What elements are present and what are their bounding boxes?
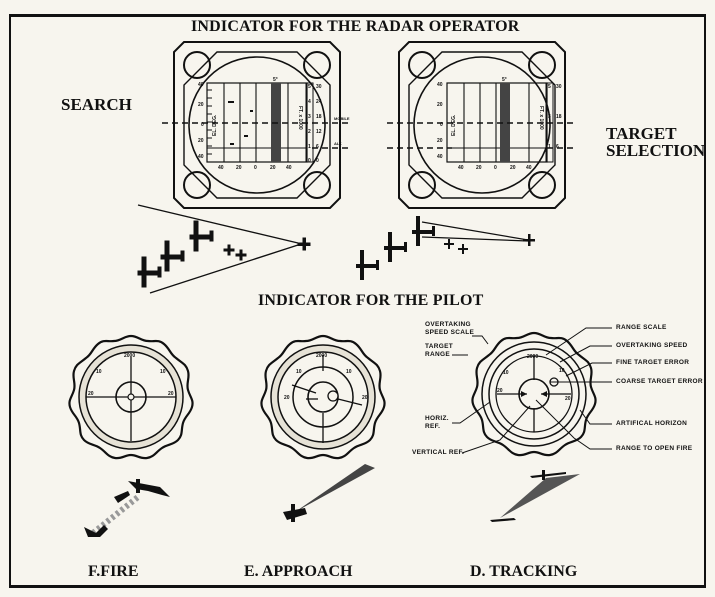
dial-scale-right: 10 [160,369,166,375]
alt-tick: 1 [308,144,311,150]
alt-tick-outer: 6 [316,144,319,150]
top-marker: 5° [273,77,278,83]
alt-tick-outer: 30 [316,84,322,90]
caption-tracking: D. TRACKING [470,563,578,580]
dial-scale-right-h: 20 [362,395,368,401]
dial-scale-right-h: 20 [168,391,174,397]
pilot-dial-fire: 2000 10 10 20 20 [68,334,194,460]
callout-vertical-ref: VERTICAL REF. [412,449,465,456]
radar-scope-search: 40 20 0 20 40 40 20 0 20 40 5° 5 4 3 2 1… [162,41,350,209]
dial-range-label: 2000 [527,354,538,360]
callout-horiz-ref-1: HORIZ. [425,415,449,422]
az-tick: 20 [476,165,482,171]
search-label: SEARCH [61,95,132,114]
dial-scale-left-h: 20 [284,395,290,401]
dial-scale-right: 10 [559,368,565,374]
figure-frame [9,14,706,588]
az-tick: 20 [236,165,242,171]
az-tick: 40 [218,165,224,171]
el-tick: 0 [201,122,204,128]
alt-tick: 5 [548,84,551,90]
callout-range-to-open-fire: RANGE TO OPEN FIRE [616,445,693,452]
az-tick: 40 [286,165,292,171]
alt-tick-outer: 6 [556,144,559,150]
pilot-dial-tracking: 2000 10 10 20 20 [471,331,597,457]
el-tick: 20 [437,102,443,108]
alt-tick-outer: 0 [316,158,319,164]
alt-tick-outer: 18 [316,114,322,120]
pilot-indicator-heading: INDICATOR FOR THE PILOT [258,292,484,309]
radar-scope-target-selection: 40 20 0 20 40 40 20 0 20 40 5° 5 3 1 30 … [387,41,575,209]
callout-fine-target-error: FINE TARGET ERROR [616,359,690,366]
tracking-sketch [490,470,580,522]
search-formation [137,204,311,294]
el-tick: 0 [440,122,443,128]
el-tick: 20 [198,102,204,108]
callout-overtaking-speed-scale-1: OVERTAKING [425,321,471,328]
el-tick: 40 [437,154,443,160]
target-selection-label-line1: TARGET [606,124,677,143]
az-tick: 40 [458,165,464,171]
alt-scale-label: FT. x 1000 [297,106,303,130]
dial-range-label: 2000 [124,353,135,359]
target-selection-label-line2: SELECTION [606,141,706,160]
caption-approach: E. APPROACH [244,563,353,580]
callout-overtaking-speed-scale-2: SPEED SCALE [425,329,475,336]
dial-scale-right: 10 [346,369,352,375]
radar-operator-heading: INDICATOR FOR THE RADAR OPERATOR [191,18,520,35]
dial-scale-left: 10 [96,369,102,375]
alt-tick-outer: 12 [316,129,322,135]
alt-scale-label: FT. x 1000 [538,106,544,130]
dial-range-label: 2000 [316,353,327,359]
el-tick: 20 [198,138,204,144]
az-tick: 0 [494,165,497,171]
dial-scale-left-h: 20 [88,391,94,397]
alt-tick-outer: 24 [316,99,322,105]
el-scale-label: EL. DEG. [451,114,457,136]
el-scale-label: EL. DEG. [212,114,218,136]
approach-sketch [283,464,375,522]
callout-range-scale: RANGE SCALE [616,324,667,331]
pilot-dial-approach: 2000 10 10 20 20 [260,334,386,460]
el-tick: 40 [198,154,204,160]
az-tick: 20 [510,165,516,171]
el-tick: 40 [437,82,443,88]
top-marker: 5° [502,77,507,83]
alt-tick-outer: 30 [556,84,562,90]
alt-tick-outer: 18 [556,114,562,120]
callout-target-range-1: TARGET [425,343,454,350]
target-selection-formation [356,216,535,280]
dial-scale-left: 10 [503,370,509,376]
callout-artificial-horizon: ARTIFICAL HORIZON [616,420,688,427]
az-tick: 0 [254,165,257,171]
callout-horiz-ref-2: REF. [425,423,441,430]
alt-tick: 3 [548,114,551,120]
alt-tick: 5 [308,84,311,90]
bomber-icon [137,220,311,288]
dial-scale-left-h: 20 [497,388,503,394]
alt-tick: 4 [308,99,311,105]
callout-target-range-2: RANGE [425,351,450,358]
el-tick: 20 [437,138,443,144]
alt-tick: 3 [308,114,311,120]
line-tag-mobile: MOBILE [334,116,350,121]
callout-overtaking-speed: OVERTAKING SPEED [616,342,688,349]
az-tick: 20 [270,165,276,171]
dial-scale-left: 10 [296,369,302,375]
fire-sketch [84,479,170,537]
alt-tick: 1 [548,144,551,150]
dial-scale-right-h: 20 [565,396,571,402]
az-tick: 40 [526,165,532,171]
el-tick: 40 [198,82,204,88]
alt-tick: 2 [308,129,311,135]
line-tag-alt: ALT. [334,141,342,146]
caption-fire: F.FIRE [88,563,139,580]
alt-tick: 0 [308,158,311,164]
callout-coarse-target-error: COARSE TARGET ERROR [616,378,703,385]
